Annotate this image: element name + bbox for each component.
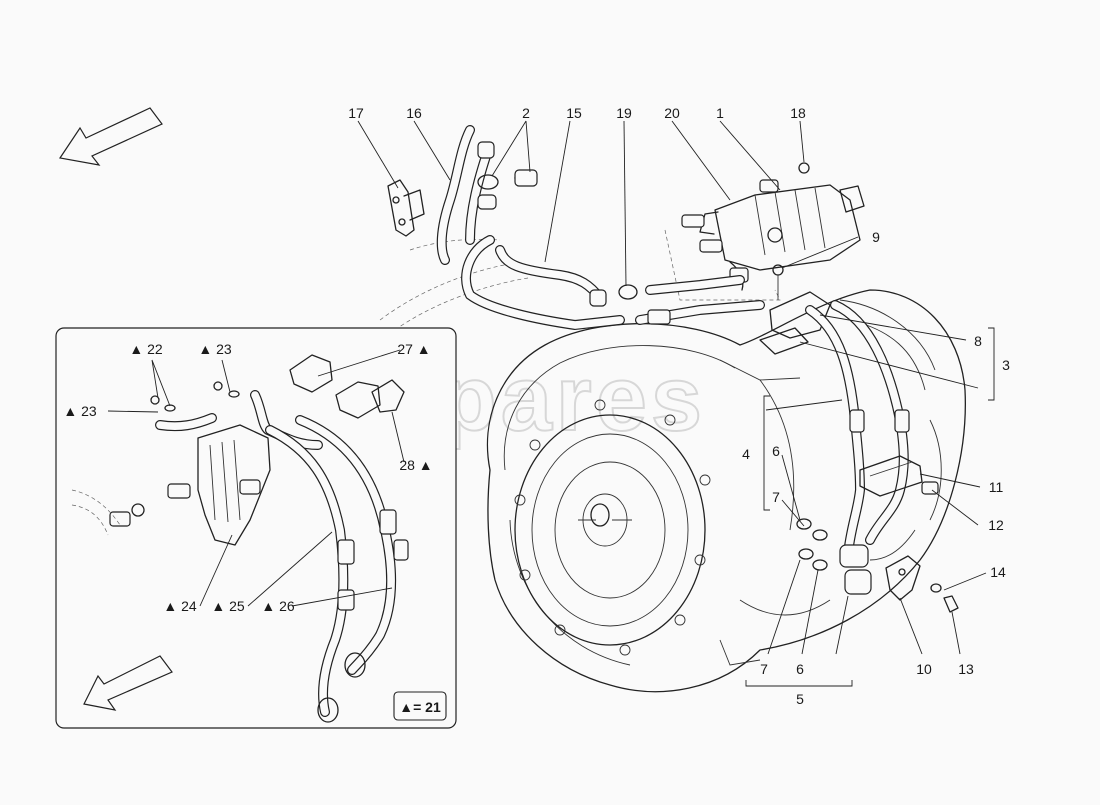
callout-28: 28 ▲ <box>399 457 432 473</box>
leader-lines <box>107 120 995 687</box>
callout-6-lower: 6 <box>796 661 804 677</box>
callout-19: 19 <box>616 105 632 121</box>
direction-arrow-icon <box>58 107 163 166</box>
fitting-block-5 <box>796 518 872 595</box>
oil-hoses-4 <box>805 300 910 560</box>
callout-24: ▲ 24 <box>163 598 197 614</box>
bracket-8 <box>759 291 831 355</box>
callout-7-upper: 7 <box>772 489 780 505</box>
callout-14: 14 <box>990 564 1006 580</box>
bracket-10 <box>885 555 959 613</box>
callout-5: 5 <box>796 691 804 707</box>
callout-22: ▲ 22 <box>129 341 163 357</box>
callout-7-lower: 7 <box>760 661 768 677</box>
callout-1: 1 <box>716 105 724 121</box>
hose-16 <box>436 125 495 265</box>
callout-18: 18 <box>790 105 806 121</box>
bracket-17 <box>387 179 425 237</box>
callout-20: 20 <box>664 105 680 121</box>
clamp-2 <box>477 169 538 210</box>
callout-6-upper: 6 <box>772 443 780 459</box>
callout-17: 17 <box>348 105 364 121</box>
legend-box <box>393 691 447 721</box>
inset-direction-arrow-icon <box>83 655 173 711</box>
callout-2: 2 <box>522 105 530 121</box>
callout-8: 8 <box>974 333 982 349</box>
callout-3: 3 <box>1002 357 1010 373</box>
callout-10: 10 <box>916 661 932 677</box>
pipe-15 <box>461 235 765 331</box>
callout-15: 15 <box>566 105 582 121</box>
callout-23-top: ▲ 23 <box>198 341 232 357</box>
callout-labels: 17 16 2 15 19 20 1 18 9 8 3 4 6 7 11 12 … <box>63 105 1010 707</box>
callout-26: ▲ 26 <box>261 598 295 614</box>
legend-text: ▲= 21 <box>399 699 441 715</box>
callout-13: 13 <box>958 661 974 677</box>
callout-25: ▲ 25 <box>211 598 245 614</box>
callout-4: 4 <box>742 446 750 462</box>
callout-9: 9 <box>872 229 880 245</box>
hose-clamp-11 <box>859 455 939 497</box>
callout-12: 12 <box>988 517 1004 533</box>
callout-23-left: ▲ 23 <box>63 403 97 419</box>
inset-detail-box: ▲= 21 <box>55 327 457 729</box>
callout-16: 16 <box>406 105 422 121</box>
oil-cooler <box>681 162 865 300</box>
clamp-19 <box>618 284 638 300</box>
engine-ghost-outline <box>379 229 781 331</box>
callout-27: 27 ▲ <box>397 341 430 357</box>
callout-11: 11 <box>989 479 1004 495</box>
